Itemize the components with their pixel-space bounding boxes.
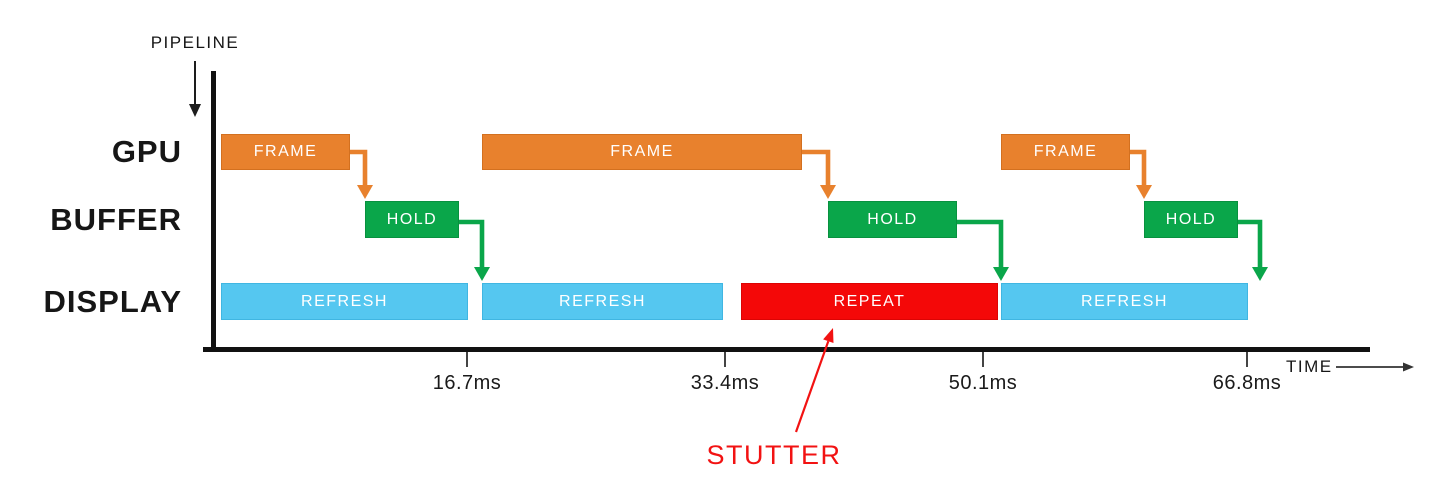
bar-hold-1: HOLD bbox=[365, 201, 459, 238]
bar-hold-2: HOLD bbox=[828, 201, 957, 238]
bar-refresh-3: REFRESH bbox=[1001, 283, 1248, 320]
bar-frame-1: FRAME bbox=[221, 134, 350, 170]
time-axis-line bbox=[203, 347, 1370, 352]
pipeline-axis-line bbox=[211, 71, 216, 352]
connector-hold3-to-next-refresh bbox=[1238, 219, 1263, 269]
bar-frame-3: FRAME bbox=[1001, 134, 1130, 170]
bar-label: HOLD bbox=[867, 210, 918, 228]
row-label-gpu: GPU bbox=[111, 134, 182, 169]
axis-tick-label: 66.8ms bbox=[1212, 372, 1282, 394]
axis-tick-label: 50.1ms bbox=[948, 372, 1018, 394]
connector-frame1-to-hold1 bbox=[350, 149, 368, 187]
bar-refresh-1: REFRESH bbox=[221, 283, 468, 320]
bar-label: REFRESH bbox=[559, 292, 646, 310]
pipeline-axis-label: PIPELINE bbox=[150, 33, 240, 52]
stutter-arrow-arrowhead bbox=[823, 328, 834, 344]
time-arrow-arrowhead bbox=[1403, 362, 1414, 372]
arrowhead-frame3-to-hold3 bbox=[1136, 185, 1152, 199]
axis-tick-label: 33.4ms bbox=[690, 372, 760, 394]
row-label-display: DISPLAY bbox=[43, 283, 182, 319]
bar-frame-2: FRAME bbox=[482, 134, 802, 170]
bar-label: FRAME bbox=[1033, 143, 1098, 160]
stutter-annotation-label: STUTTER bbox=[706, 440, 842, 470]
bar-label: HOLD bbox=[1165, 210, 1217, 228]
connector-frame2-to-hold2 bbox=[802, 149, 831, 187]
bar-label: FRAME bbox=[610, 143, 674, 160]
axis-tick bbox=[466, 352, 468, 367]
connector-hold2-to-refresh3 bbox=[957, 219, 1004, 269]
arrowhead-frame1-to-hold1 bbox=[357, 185, 373, 199]
stutter-arrow-line bbox=[794, 340, 830, 433]
pipeline-arrow-arrowhead bbox=[189, 104, 201, 117]
bar-label: REFRESH bbox=[301, 292, 388, 310]
connector-hold1-to-refresh2 bbox=[459, 219, 485, 269]
axis-tick-label: 16.7ms bbox=[432, 372, 502, 394]
bar-label: HOLD bbox=[386, 210, 438, 228]
arrowhead-hold3-to-next-refresh bbox=[1252, 267, 1268, 281]
time-axis-label: TIME bbox=[1286, 357, 1333, 376]
axis-tick bbox=[724, 352, 726, 367]
row-label-buffer: BUFFER bbox=[50, 201, 182, 237]
arrowhead-frame2-to-hold2 bbox=[820, 185, 836, 199]
bar-hold-3: HOLD bbox=[1144, 201, 1238, 238]
axis-tick bbox=[982, 352, 984, 367]
bar-label: REFRESH bbox=[1081, 292, 1168, 310]
connector-frame3-to-hold3 bbox=[1130, 149, 1147, 187]
bar-repeat-1: REPEAT bbox=[741, 283, 998, 320]
bar-label: FRAME bbox=[253, 143, 318, 160]
bar-label: REPEAT bbox=[833, 292, 906, 310]
axis-tick bbox=[1246, 352, 1248, 367]
arrowhead-hold2-to-refresh3 bbox=[993, 267, 1009, 281]
arrowhead-hold1-to-refresh2 bbox=[474, 267, 490, 281]
bar-refresh-2: REFRESH bbox=[482, 283, 723, 320]
